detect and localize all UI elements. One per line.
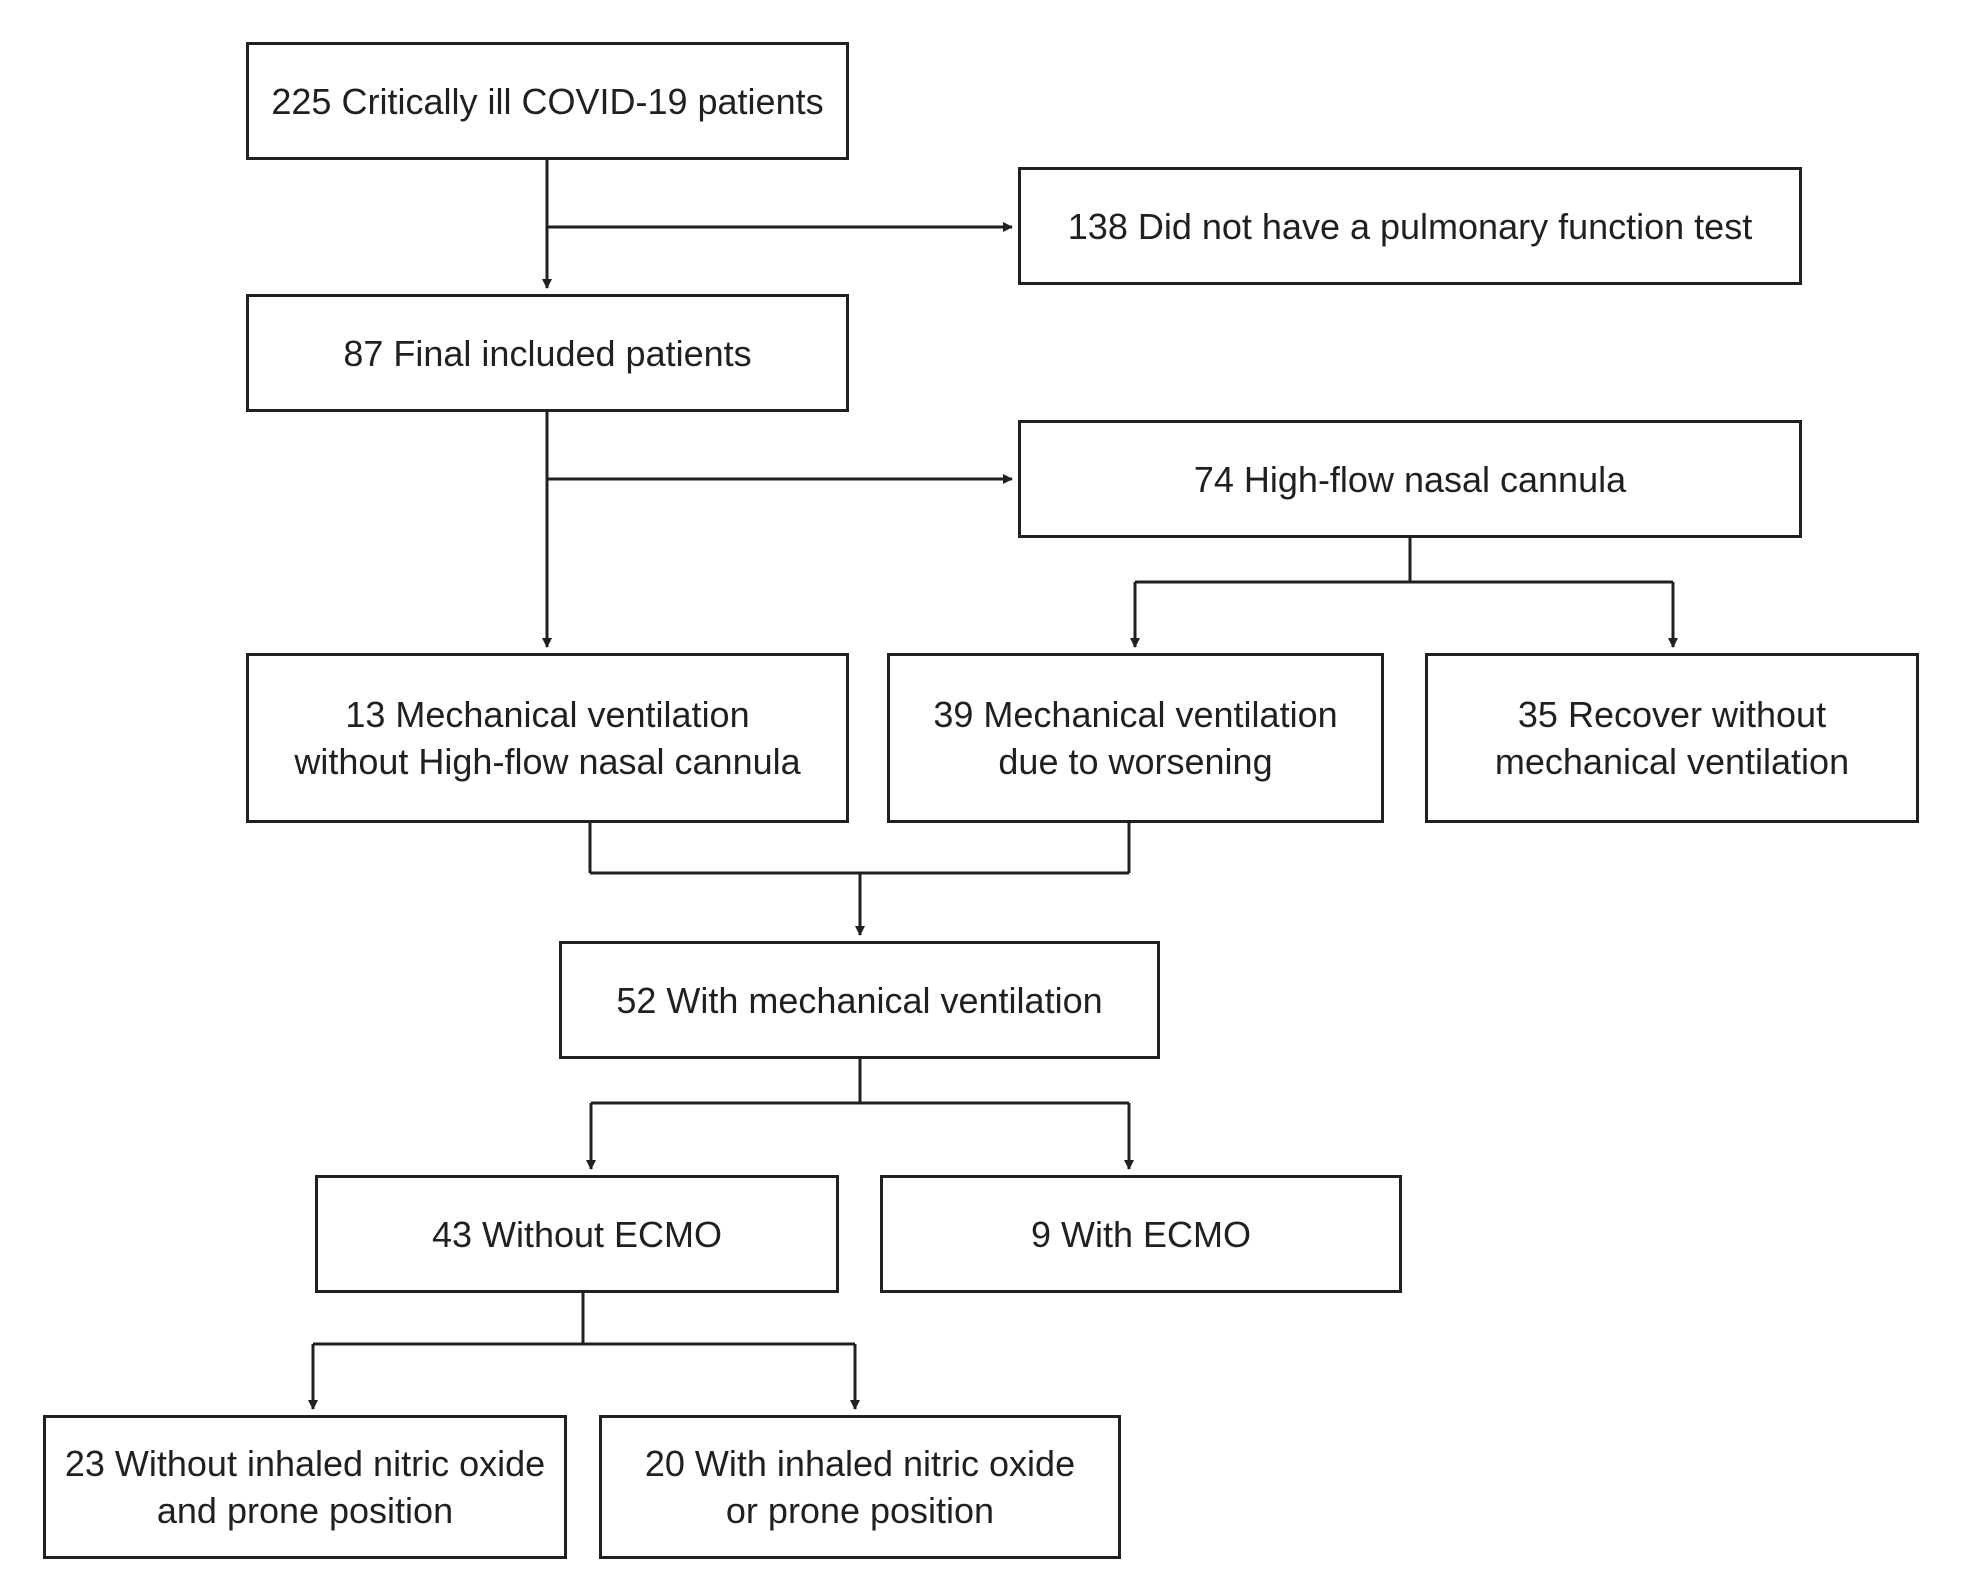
box-text-line: 225 Critically ill COVID-19 patients xyxy=(271,80,824,122)
box-text-line: 20 With inhaled nitric oxide xyxy=(644,1443,1076,1484)
box-mechanical-ventilation-worsening: 39 Mechanical ventilation due to worseni… xyxy=(887,653,1384,823)
box-text-line: 87 Final included patients xyxy=(343,332,752,374)
box-text-line: 13 Mechanical ventilation xyxy=(345,694,750,735)
box-text-line: 9 With ECMO xyxy=(1030,1213,1252,1255)
box-text-line: 43 Without ECMO xyxy=(431,1213,723,1255)
box-text-line: 52 With mechanical ventilation xyxy=(616,979,1103,1021)
box-text-line: 39 Mechanical ventilation xyxy=(933,694,1338,735)
box-with-mechanical-ventilation: 52 With mechanical ventilation xyxy=(559,941,1160,1059)
box-final-included-patients: 87 Final included patients xyxy=(246,294,849,412)
box-critically-ill-patients: 225 Critically ill COVID-19 patients xyxy=(246,42,849,160)
box-text-line: 74 High-flow nasal cannula xyxy=(1193,458,1627,500)
box-without-inhaled-nitric-oxide-and-prone: 23 Without inhaled nitric oxide and pron… xyxy=(43,1415,567,1559)
box-with-ecmo: 9 With ECMO xyxy=(880,1175,1402,1293)
box-text-line: and prone position xyxy=(156,1490,454,1531)
box-no-pulmonary-function-test: 138 Did not have a pulmonary function te… xyxy=(1018,167,1802,285)
box-text-line: 23 Without inhaled nitric oxide xyxy=(64,1443,546,1484)
box-text-line: 35 Recover without xyxy=(1517,694,1827,735)
box-text-line: due to worsening xyxy=(998,741,1273,782)
box-text-line: mechanical ventilation xyxy=(1494,741,1850,782)
box-mechanical-ventilation-without-hfnc: 13 Mechanical ventilation without High-f… xyxy=(246,653,849,823)
box-recover-without-mechanical-ventilation: 35 Recover without mechanical ventilatio… xyxy=(1425,653,1919,823)
box-without-ecmo: 43 Without ECMO xyxy=(315,1175,839,1293)
box-with-inhaled-nitric-oxide-or-prone: 20 With inhaled nitric oxide or prone po… xyxy=(599,1415,1121,1559)
box-high-flow-nasal-cannula: 74 High-flow nasal cannula xyxy=(1018,420,1802,538)
box-text-line: 138 Did not have a pulmonary function te… xyxy=(1067,205,1753,247)
box-text-line: without High-flow nasal cannula xyxy=(294,741,801,782)
box-text-line: or prone position xyxy=(725,1490,995,1531)
